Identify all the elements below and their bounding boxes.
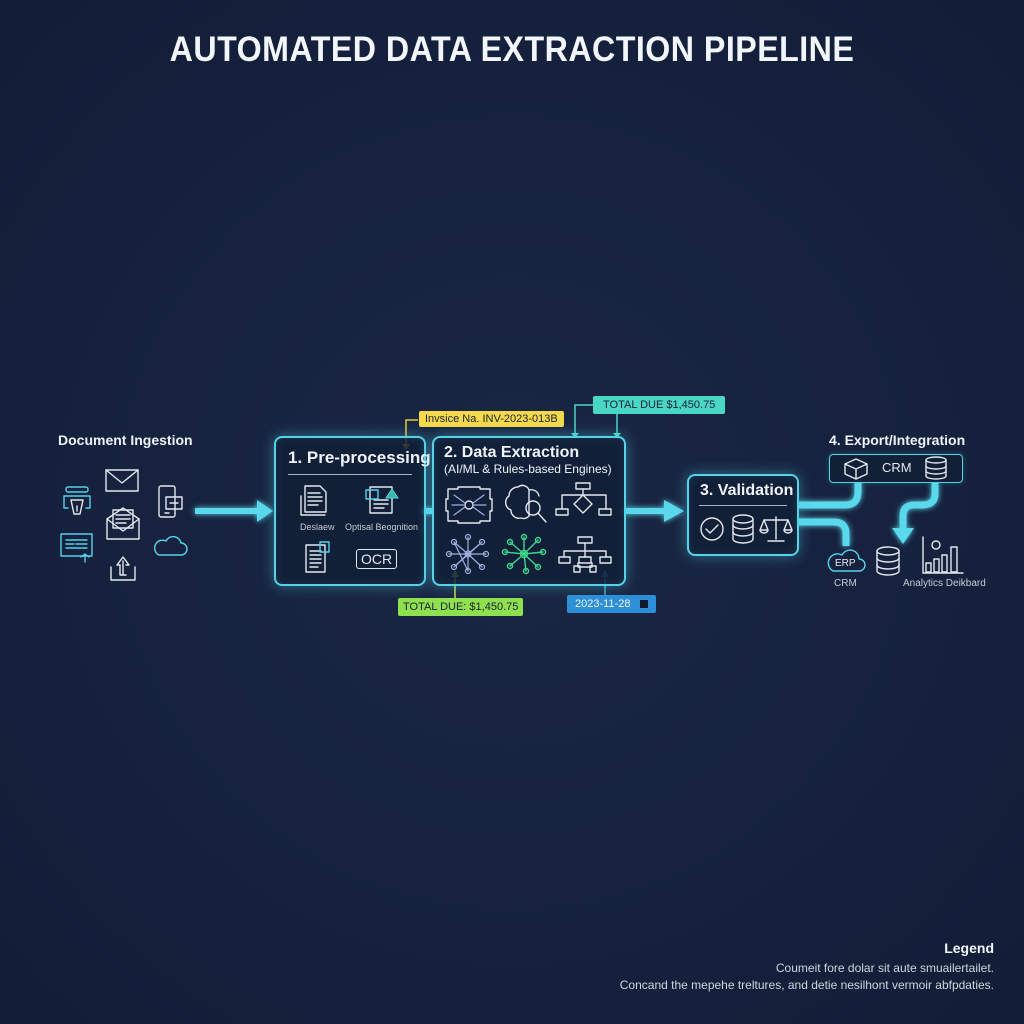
bar-chart-icon (922, 536, 964, 574)
export-target-box[interactable]: CRM (829, 454, 963, 483)
image-recognition-icon (365, 486, 399, 514)
pipes-validation-to-export (797, 482, 939, 546)
check-circle-icon (700, 517, 724, 541)
scales-icon (759, 516, 793, 542)
legend-line-1: Coumeit fore dolar sit aute smuailertail… (775, 961, 994, 975)
erp-icon-text: ERP (835, 558, 856, 569)
date-tag: 2023-11-28 (567, 595, 656, 613)
network-graph-icon (445, 533, 490, 575)
cloud-icon (153, 535, 188, 556)
optical-recognition-label: Optisal Beognition (345, 522, 419, 532)
stage-preprocessing-title: 1. Pre-processing (288, 448, 431, 467)
export-crm-label: CRM (882, 460, 912, 475)
mobile-device-icon (158, 485, 183, 518)
document-clip-icon (305, 541, 330, 573)
web-form-upload-icon (60, 533, 93, 563)
stage-data-extraction[interactable]: 2. Data Extraction (AI/ML & Rules-based … (432, 436, 626, 586)
deskew-label: Deslaew (300, 522, 335, 532)
stage-export-title: 4. Export/Integration (829, 432, 966, 448)
package-box-icon (844, 458, 868, 480)
scanner-icon (63, 486, 91, 515)
open-envelope-document-icon (106, 507, 140, 540)
stage-preprocessing[interactable]: 1. Pre-processing Deslaew Optisal Beogni… (274, 436, 431, 586)
brain-search-icon (505, 484, 547, 523)
ml-node-graph-icon (501, 533, 547, 575)
document-stack-icon (300, 485, 327, 516)
arrow-export-down (892, 528, 914, 544)
stage-validation-title: 3. Validation (700, 482, 794, 499)
arrow-extraction-to-validation (624, 500, 684, 522)
output-crm-label: CRM (834, 578, 857, 589)
neural-circuit-icon (445, 486, 493, 524)
analytics-dashboard-label: Analytics Deikbard (903, 578, 986, 589)
stage-extraction-title: 2. Data Extraction (444, 444, 580, 461)
stage-extraction-subtitle: (AI/ML & Rules-based Engines) (444, 462, 612, 476)
arrow-ingestion-to-preprocessing (195, 500, 273, 522)
envelope-icon (105, 469, 139, 492)
database-icon (925, 456, 947, 480)
calendar-icon (639, 600, 648, 609)
total-due-tag-top: TOTAL DUE $1,450.75 (593, 396, 726, 414)
ocr-icon: OCR (356, 549, 398, 569)
cloud-erp-icon (827, 549, 866, 572)
database-icon (732, 514, 754, 544)
legend-title: Legend (944, 940, 994, 956)
invoice-number-tag: Invsice Na. INV-2023-013B (419, 411, 564, 427)
date-tag-text: 2023-11-28 (575, 598, 631, 610)
stage-validation[interactable]: 3. Validation (687, 474, 799, 556)
total-due-tag-bottom: TOTAL DUE: $1,450.75 (398, 598, 524, 616)
legend-line-2: Concand the mepehe treltures, and detie … (619, 978, 994, 992)
link-preprocessing-extraction (422, 508, 432, 514)
page-title: AUTOMATED DATA EXTRACTION PIPELINE (169, 30, 855, 69)
upload-icon (110, 556, 136, 581)
hierarchy-tree-icon (558, 536, 612, 573)
ingestion-label: Document Ingestion (58, 432, 193, 448)
decision-flowchart-icon (555, 482, 612, 516)
output-database-icon (876, 546, 900, 576)
